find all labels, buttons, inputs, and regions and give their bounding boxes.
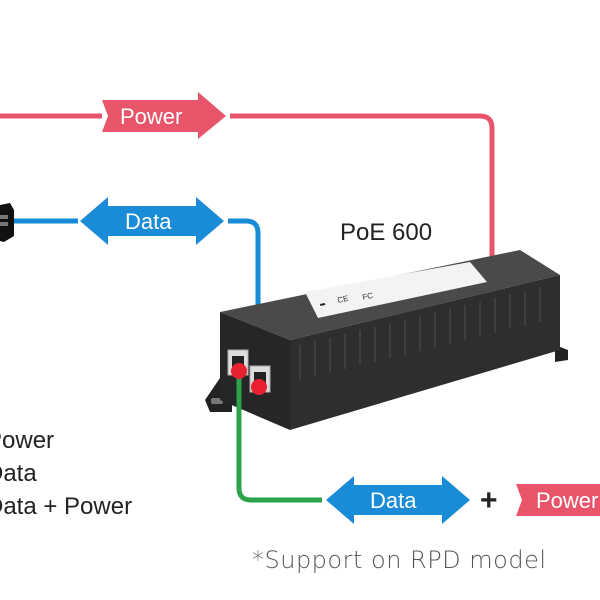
legend: Power Data Data + Power	[0, 427, 132, 520]
output-data-arrow-label: Data	[326, 476, 470, 524]
data-arrow-label: Data	[80, 197, 224, 245]
data-port-dot	[251, 379, 267, 395]
data-power-port-dot	[231, 363, 247, 379]
svg-text:FC: FC	[362, 291, 375, 302]
legend-item-power: Power	[0, 427, 54, 454]
data-power-output-line	[236, 372, 322, 503]
power-arrow-label: Power	[102, 92, 226, 139]
network-switch-icon	[0, 203, 14, 242]
device-title: PoE 600	[340, 219, 432, 246]
output-power-arrow-label: Power	[516, 484, 600, 516]
output-data-label: Data	[370, 488, 417, 513]
power-label: Power	[120, 104, 182, 129]
output-power-label: Power	[536, 488, 598, 513]
power-input-line	[0, 113, 501, 276]
right-arrow-icon	[516, 484, 600, 516]
right-arrow-icon	[102, 92, 226, 139]
data-label: Data	[125, 209, 172, 234]
svg-text:CE: CE	[337, 294, 350, 305]
double-arrow-icon	[80, 197, 224, 245]
device-label-sticker	[305, 262, 487, 318]
double-arrow-icon	[326, 476, 470, 524]
data-input-line	[12, 218, 261, 385]
footnote: *Support on RPD model	[252, 546, 547, 574]
legend-item-data: Data	[0, 460, 37, 487]
legend-item-data-power: Data + Power	[0, 493, 132, 520]
poe-injector-device: CE FC	[205, 250, 568, 430]
plus-sign: +	[480, 484, 498, 517]
